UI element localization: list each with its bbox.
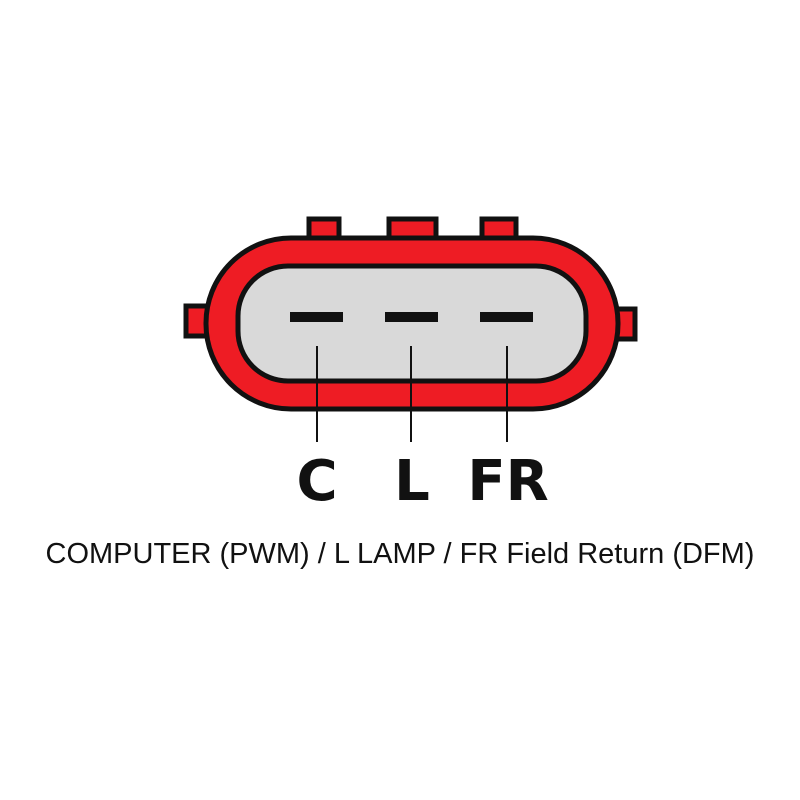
terminal-blade-c xyxy=(290,312,343,322)
pin-label-c: C xyxy=(296,449,337,514)
pin-label-fr: FR xyxy=(467,449,548,514)
pin-label-l: L xyxy=(394,449,430,514)
terminal-blade-l xyxy=(385,312,438,322)
terminal-blade-fr xyxy=(480,312,533,322)
pin-description-caption: COMPUTER (PWM) / L LAMP / FR Field Retur… xyxy=(45,538,755,570)
